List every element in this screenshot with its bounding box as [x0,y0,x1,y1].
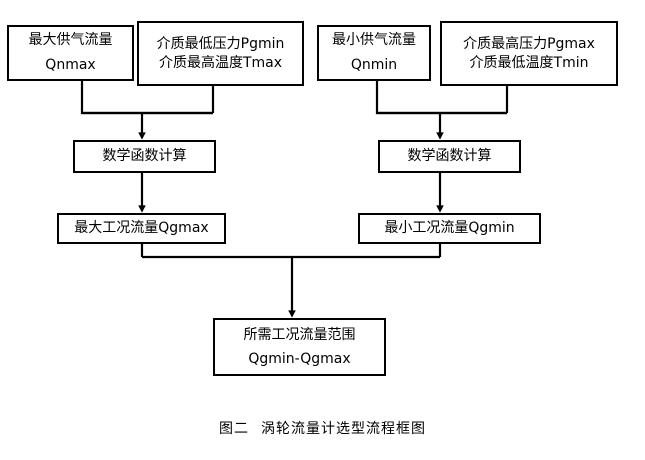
node-min-working-flow-label: 最小工况流量Qgmin [384,220,515,237]
figure-caption-text: 涡轮流量计选型流程框图 [261,421,426,437]
node-min-supply-flow-line1: 最小供气流量 [332,32,416,49]
node-max-supply-flow-line2: Qnmax [45,57,96,73]
node-min-working-flow: 最小工况流量Qgmin [358,213,541,244]
node-min-pressure-max-temp: 介质最低压力Pgmin 介质最高温度Tmax [137,21,304,86]
node-math-function-calculation-left-label: 数学函数计算 [102,148,187,165]
node-math-function-calculation-left: 数学函数计算 [73,140,216,173]
node-min-pressure-max-temp-line2: 介质最高温度Tmax [158,54,283,71]
node-max-pressure-min-temp: 介质最高压力Pgmax 介质最低温度Tmin [440,21,618,86]
node-required-working-flow-range-line2: Qgmin-Qgmax [248,350,351,367]
node-required-working-flow-range: 所需工况流量范围 Qgmin-Qgmax [213,318,386,376]
node-min-pressure-max-temp-line1: 介质最低压力Pgmin [156,35,285,52]
node-max-supply-flow: 最大供气流量 Qnmax [7,25,134,81]
node-min-supply-flow: 最小供气流量 Qnmin [317,25,431,81]
node-min-supply-flow-line2: Qnmin [350,57,398,73]
node-max-working-flow-label: 最大工况流量Qgmax [74,220,209,237]
figure-caption: 图二涡轮流量计选型流程框图 [0,418,645,438]
node-math-function-calculation-right: 数学函数计算 [378,140,521,173]
node-required-working-flow-range-line1: 所需工况流量范围 [243,326,356,343]
node-math-function-calculation-right-label: 数学函数计算 [407,148,492,165]
node-max-pressure-min-temp-line2: 介质最低温度Tmin [469,54,589,71]
node-max-working-flow: 最大工况流量Qgmax [57,213,226,244]
figure-caption-number: 图二 [219,421,249,437]
node-max-pressure-min-temp-line1: 介质最高压力Pgmax [463,35,595,52]
node-max-supply-flow-line1: 最大供气流量 [28,32,113,49]
